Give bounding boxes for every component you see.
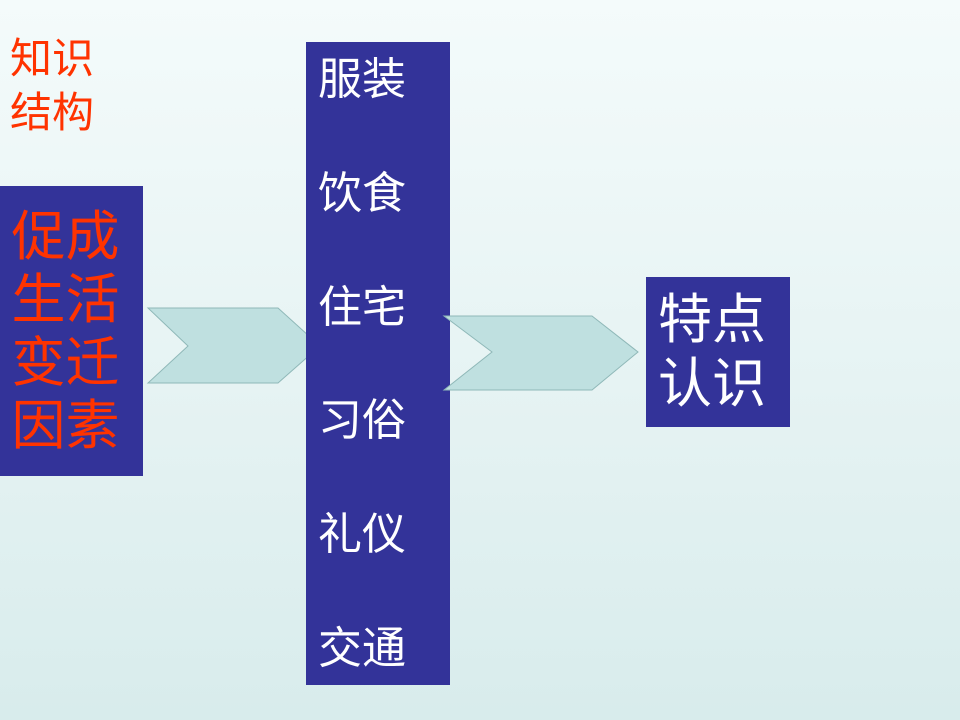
features-label: 特点 认识 (658, 288, 766, 415)
categories-box: 服装 饮食 住宅 习俗 礼仪 交通 (306, 42, 450, 685)
arrow-factors-to-categories (146, 307, 321, 384)
arrow-categories-to-features (442, 315, 639, 391)
category-item: 饮食 (318, 167, 406, 219)
category-item: 礼仪 (318, 509, 406, 561)
category-item: 习俗 (318, 395, 406, 447)
category-item: 住宅 (318, 281, 406, 333)
features-box: 特点 认识 (646, 277, 790, 427)
factors-label: 促成 生活 变迁 因素 (11, 205, 120, 457)
category-item: 交通 (318, 622, 406, 674)
diagram-title: 知识 结构 (10, 34, 95, 137)
category-item: 服装 (318, 54, 406, 105)
factors-box: 促成 生活 变迁 因素 (0, 186, 143, 476)
